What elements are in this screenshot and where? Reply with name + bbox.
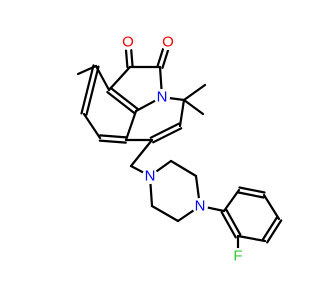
fluorine-atom: F — [230, 248, 246, 265]
single-bond — [129, 138, 154, 168]
double-bond-line — [220, 211, 237, 239]
single-bond — [158, 65, 163, 91]
single-bond — [82, 112, 102, 140]
atom-label: F — [233, 248, 242, 265]
double-bond-line — [266, 219, 283, 244]
double-bond-line — [85, 65, 100, 116]
nitrogen-atom-piperazine-1: N — [142, 168, 158, 185]
single-bond — [182, 83, 207, 102]
nitrogen-atom-ring: N — [154, 89, 170, 106]
oxygen-atom-2: O — [160, 34, 176, 51]
double-bond-line — [149, 122, 180, 139]
single-bond — [124, 109, 138, 142]
bonds — [76, 47, 283, 250]
single-bond — [206, 206, 226, 213]
molecule-structure: O O N N N F — [76, 34, 283, 265]
oxygen-atom-1: O — [120, 34, 136, 51]
single-bond — [155, 159, 173, 173]
atom-label: O — [122, 34, 134, 51]
double-bond-line — [161, 49, 170, 69]
double-bond-line — [261, 216, 278, 241]
single-bond — [182, 98, 205, 116]
single-bond — [178, 98, 186, 128]
single-bond — [107, 65, 132, 92]
double-bond-line — [238, 186, 266, 194]
double-bond-line — [225, 208, 242, 236]
single-bond — [149, 182, 154, 208]
single-bond — [169, 159, 198, 178]
atom-label: O — [162, 34, 174, 51]
double-bond-line — [98, 139, 127, 144]
single-bond — [222, 188, 241, 213]
single-bond — [194, 174, 200, 200]
nitrogen-atom-piperazine-2: N — [192, 198, 208, 215]
double-bond-line — [152, 127, 183, 144]
atom-labels: O O N N N F — [120, 34, 246, 265]
double-bond-line — [109, 86, 139, 111]
double-bond-line — [99, 134, 128, 139]
single-bond — [168, 96, 186, 102]
double-bond-line — [106, 90, 136, 115]
single-bond — [134, 99, 157, 113]
single-bond — [150, 204, 180, 223]
single-bond — [262, 193, 281, 221]
atom-label: N — [157, 89, 168, 106]
single-bond — [129, 164, 144, 174]
single-bond — [176, 209, 195, 223]
double-bond-line — [124, 49, 129, 69]
single-bond — [236, 234, 267, 243]
double-bond-line — [156, 47, 165, 68]
double-bond-line — [130, 48, 134, 68]
double-bond-line — [80, 64, 95, 115]
atom-label: N — [145, 168, 156, 185]
atom-label: N — [195, 198, 206, 215]
double-bond-line — [237, 191, 265, 199]
